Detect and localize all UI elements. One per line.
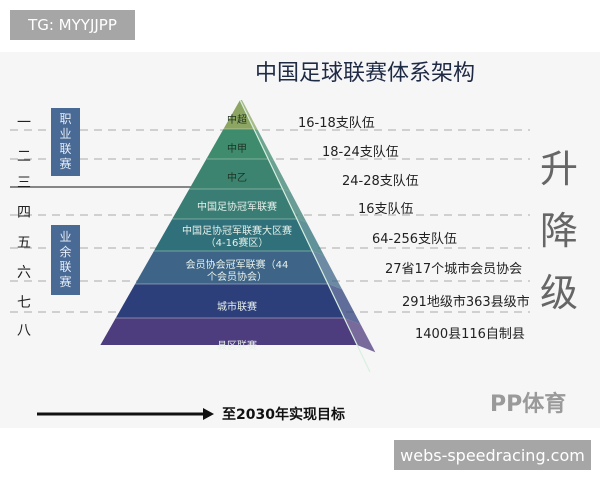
arrow-head-icon — [203, 408, 214, 420]
pyramid-layer-side — [296, 219, 325, 256]
pyramid-layer — [189, 159, 283, 189]
league-name: 中甲 — [227, 144, 247, 155]
level-number: 七 — [17, 295, 31, 311]
team-count: 64-256支队伍 — [372, 232, 458, 247]
diagram: 中国足球联赛体系架构 职业联赛 业余联赛 一二三四五六七八 16-18支队伍 18… — [0, 52, 600, 428]
pyramid-layer — [135, 251, 328, 284]
team-count: 291地级市363县级市 — [402, 295, 530, 310]
pyramid-layer-side — [282, 189, 307, 223]
group-label: 职业联赛 — [59, 112, 72, 171]
pyramid-graphic — [10, 99, 530, 420]
group-professional: 职业联赛 — [51, 108, 80, 176]
pyramid-layer — [206, 129, 269, 159]
pyramid-layer-side — [312, 251, 343, 290]
pyramid-layer-side — [327, 284, 361, 325]
site-tag: webs-speedracing.com — [394, 440, 591, 470]
level-number: 三 — [17, 175, 31, 191]
level-number: 二 — [17, 149, 31, 165]
pyramid-layer-side — [268, 159, 291, 192]
pyramid-layer — [172, 189, 297, 219]
pyramid-layer-side — [240, 100, 258, 130]
watermark-tag: TG: MYYJJPP — [10, 10, 135, 40]
goal-label: 至2030年实现目标 — [222, 407, 345, 423]
pyramid-layer — [153, 219, 313, 251]
league-name: 城市联赛 — [217, 302, 257, 313]
level-number: 五 — [17, 235, 31, 251]
pyramid-layer — [115, 284, 345, 318]
group-amateur: 业余联赛 — [51, 225, 80, 295]
team-count: 16-18支队伍 — [298, 116, 375, 131]
team-count: 16支队伍 — [358, 202, 414, 217]
side-label-char: 升 — [540, 147, 579, 191]
team-count: 1400县116自制县 — [415, 327, 525, 342]
team-count: 24-28支队伍 — [342, 174, 419, 189]
side-label-char: 级 — [540, 271, 579, 315]
league-name: 中国足协冠军联赛大区赛（4-16赛区） — [182, 226, 292, 249]
league-name: 中国足协冠军联赛 — [197, 202, 277, 213]
group-label: 业余联赛 — [59, 230, 72, 289]
level-number: 八 — [17, 323, 31, 339]
level-number: 一 — [17, 115, 31, 131]
pp-sports-logo: PP体育 — [490, 392, 567, 417]
team-count: 27省17个城市会员协会 — [385, 262, 523, 277]
league-name: 中乙 — [227, 173, 247, 184]
side-label-char: 降 — [540, 209, 579, 253]
league-name: 中超 — [227, 115, 247, 126]
league-name: 会员协会冠军联赛（44个会员协会） — [185, 260, 289, 283]
level-number: 四 — [17, 205, 31, 221]
pyramid-layer-side — [253, 129, 275, 161]
team-count: 18-24支队伍 — [322, 145, 399, 160]
pyramid-edge — [239, 99, 371, 373]
pyramid-layer — [223, 100, 254, 129]
league-name: 县区联赛 — [217, 341, 257, 352]
diagram-title: 中国足球联赛体系架构 — [254, 61, 475, 86]
pyramid-layer — [100, 318, 358, 345]
pyramid-layer-side — [344, 318, 376, 353]
level-number: 六 — [17, 265, 31, 281]
